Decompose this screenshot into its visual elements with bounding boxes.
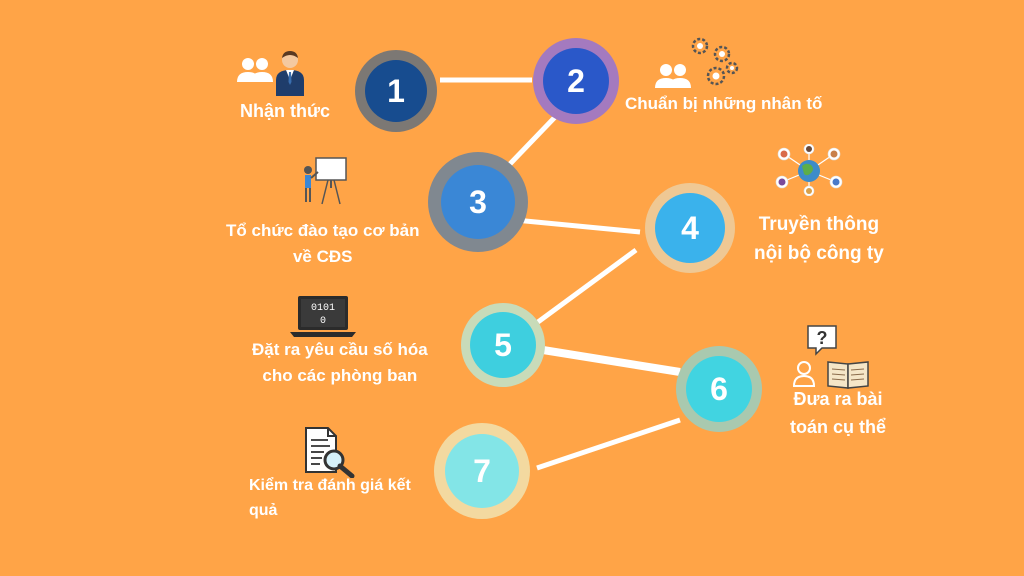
global-network-icon	[775, 144, 843, 196]
team-gears-icon	[655, 37, 739, 88]
step-2-number: 2	[543, 48, 609, 114]
step-5-label-line: Đặt ra yêu cầu số hóa	[252, 340, 428, 359]
step-4-node: 4	[645, 183, 735, 273]
step-5-node: 5	[461, 303, 545, 387]
connector-3-4	[514, 217, 641, 235]
step-4-label-line: nội bộ công ty	[754, 243, 884, 265]
step-3-label-line: Tổ chức đào tạo cơ bản	[226, 221, 420, 240]
step-7-label-line: Kiểm tra đánh giá kết	[249, 477, 411, 494]
step-5-number: 5	[470, 312, 536, 378]
step-1-label-line: Nhận thức	[240, 101, 331, 121]
step-3-number: 3	[441, 165, 515, 239]
document-search-icon	[305, 427, 355, 478]
binary-laptop-icon: 0101 0	[290, 296, 356, 337]
step-4-number: 4	[655, 193, 725, 263]
step-7-label-line: quả	[249, 501, 278, 519]
connector-6-7	[536, 417, 681, 471]
laptop-binary-line-2: 0	[320, 316, 326, 327]
connector-2-3	[506, 113, 559, 168]
step-5-label-line: cho các phòng ban	[262, 366, 418, 386]
step-2-label-line: Chuẩn bị những nhân tố	[625, 94, 823, 113]
step-3-node: 3	[428, 152, 528, 252]
step-2-node: 2	[533, 38, 619, 124]
step-3-label-line: về CĐS	[292, 247, 353, 267]
step-4-label-line: Truyền thông	[758, 214, 880, 235]
presentation-board-icon	[304, 157, 347, 205]
step-6-label: Đưa ra bài toán cụ thể	[790, 386, 886, 442]
step-7-number: 7	[445, 434, 519, 508]
svg-text:?: ?	[817, 328, 828, 348]
step-7-node: 7	[434, 423, 530, 519]
step-6-number: 6	[686, 356, 752, 422]
people-manager-icon	[237, 51, 304, 96]
connector-4-5	[536, 247, 638, 325]
step-4-label: Truyền thông nội bộ công ty	[754, 210, 884, 269]
step-5-label: Đặt ra yêu cầu số hóa cho các phòng ban	[252, 337, 428, 390]
step-6-label-line: Đưa ra bài	[793, 389, 883, 409]
step-6-label-line: toán cụ thể	[790, 416, 887, 437]
step-7-label: Kiểm tra đánh giá kết quả	[249, 474, 411, 524]
question-book-icon: ?	[792, 325, 869, 389]
step-1-number: 1	[365, 60, 427, 122]
step-3-label: Tổ chức đào tạo cơ bản về CĐS	[226, 218, 419, 271]
step-1-node: 1	[355, 50, 437, 132]
step-6-node: 6	[676, 346, 762, 432]
connector-5-6	[542, 346, 681, 376]
step-1-label: Nhận thức	[240, 98, 330, 126]
step-2-label: Chuẩn bị những nhân tố	[625, 91, 822, 117]
laptop-binary-line-1: 0101	[311, 303, 335, 314]
